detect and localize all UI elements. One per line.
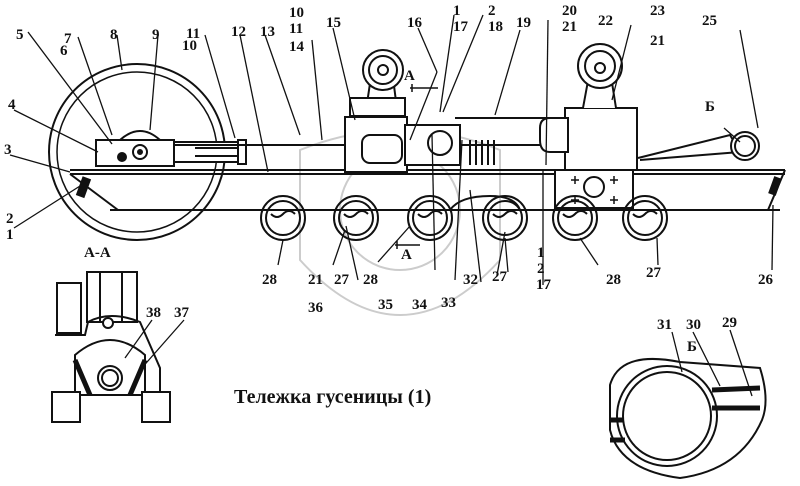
callout-2-b: 2 [537, 261, 545, 277]
detail-b-drawing [609, 329, 767, 480]
callout-5: 5 [16, 27, 24, 43]
callout-27-c: 27 [646, 265, 661, 281]
section-arrow-a-bottom: А [401, 247, 412, 263]
section-aa-drawing [51, 271, 185, 423]
callout-35: 35 [378, 297, 393, 313]
callout-7: 7 [64, 31, 72, 47]
leader-lines [9, 14, 774, 285]
section-title-aa: А-А [84, 245, 111, 261]
callout-33: 33 [441, 295, 456, 311]
callout-10-a: 10 [182, 38, 197, 54]
callout-1-a: 1 [453, 3, 461, 19]
callout-11-b: 11 [289, 21, 304, 37]
callout-26: 26 [758, 272, 773, 288]
callout-28-b: 28 [363, 272, 378, 288]
callout-8: 8 [110, 27, 118, 43]
callout-31: 31 [657, 317, 672, 333]
callout-15: 15 [326, 15, 341, 31]
section-title-b: Б [687, 339, 697, 355]
callout-38: 38 [146, 305, 161, 321]
callout-2: 2 [6, 211, 14, 227]
support-roller-left [344, 49, 408, 173]
callout-13: 13 [260, 24, 275, 40]
callout-29: 29 [722, 315, 737, 331]
callout-16: 16 [407, 15, 422, 31]
callout-3: 3 [4, 142, 12, 158]
callout-2-a: 2 [488, 3, 496, 19]
callout-34: 34 [412, 297, 427, 313]
callout-25: 25 [702, 13, 717, 29]
callout-11-a: 11 [186, 26, 201, 42]
callout-21-a: 21 [562, 19, 577, 35]
callout-17-b: 17 [536, 277, 551, 293]
callout-36: 36 [308, 300, 323, 316]
callout-32: 32 [463, 272, 478, 288]
callout-23: 23 [650, 3, 665, 19]
callout-37: 37 [174, 305, 189, 321]
callout-4: 4 [8, 97, 16, 113]
section-arrow-a-top: А [404, 68, 415, 84]
hub-dome [119, 130, 161, 141]
callout-30: 30 [686, 317, 701, 333]
callout-6: 6 [60, 43, 68, 59]
callout-21-c: 21 [308, 272, 323, 288]
callout-12: 12 [231, 24, 246, 40]
callout-1-b: 1 [537, 245, 545, 261]
callout-1: 1 [6, 227, 14, 243]
rear-bearing [730, 131, 760, 161]
diagram-title: Тележка гусеницы (1) [234, 386, 432, 408]
callout-17-a: 17 [453, 19, 468, 35]
callout-18: 18 [488, 19, 503, 35]
callout-14: 14 [289, 39, 304, 55]
section-mark-b-main: Б [705, 99, 715, 115]
callout-22: 22 [598, 13, 613, 29]
callout-10-b: 10 [289, 5, 304, 21]
callout-19: 19 [516, 15, 531, 31]
callout-27-a: 27 [334, 272, 349, 288]
callout-28-a: 28 [262, 272, 277, 288]
callout-21-b: 21 [650, 33, 665, 49]
callout-27-b: 27 [492, 269, 507, 285]
rear-arm [637, 133, 742, 161]
callout-28-c: 28 [606, 272, 621, 288]
callout-20: 20 [562, 3, 577, 19]
support-roller-right [539, 43, 638, 171]
callout-9: 9 [152, 27, 160, 43]
